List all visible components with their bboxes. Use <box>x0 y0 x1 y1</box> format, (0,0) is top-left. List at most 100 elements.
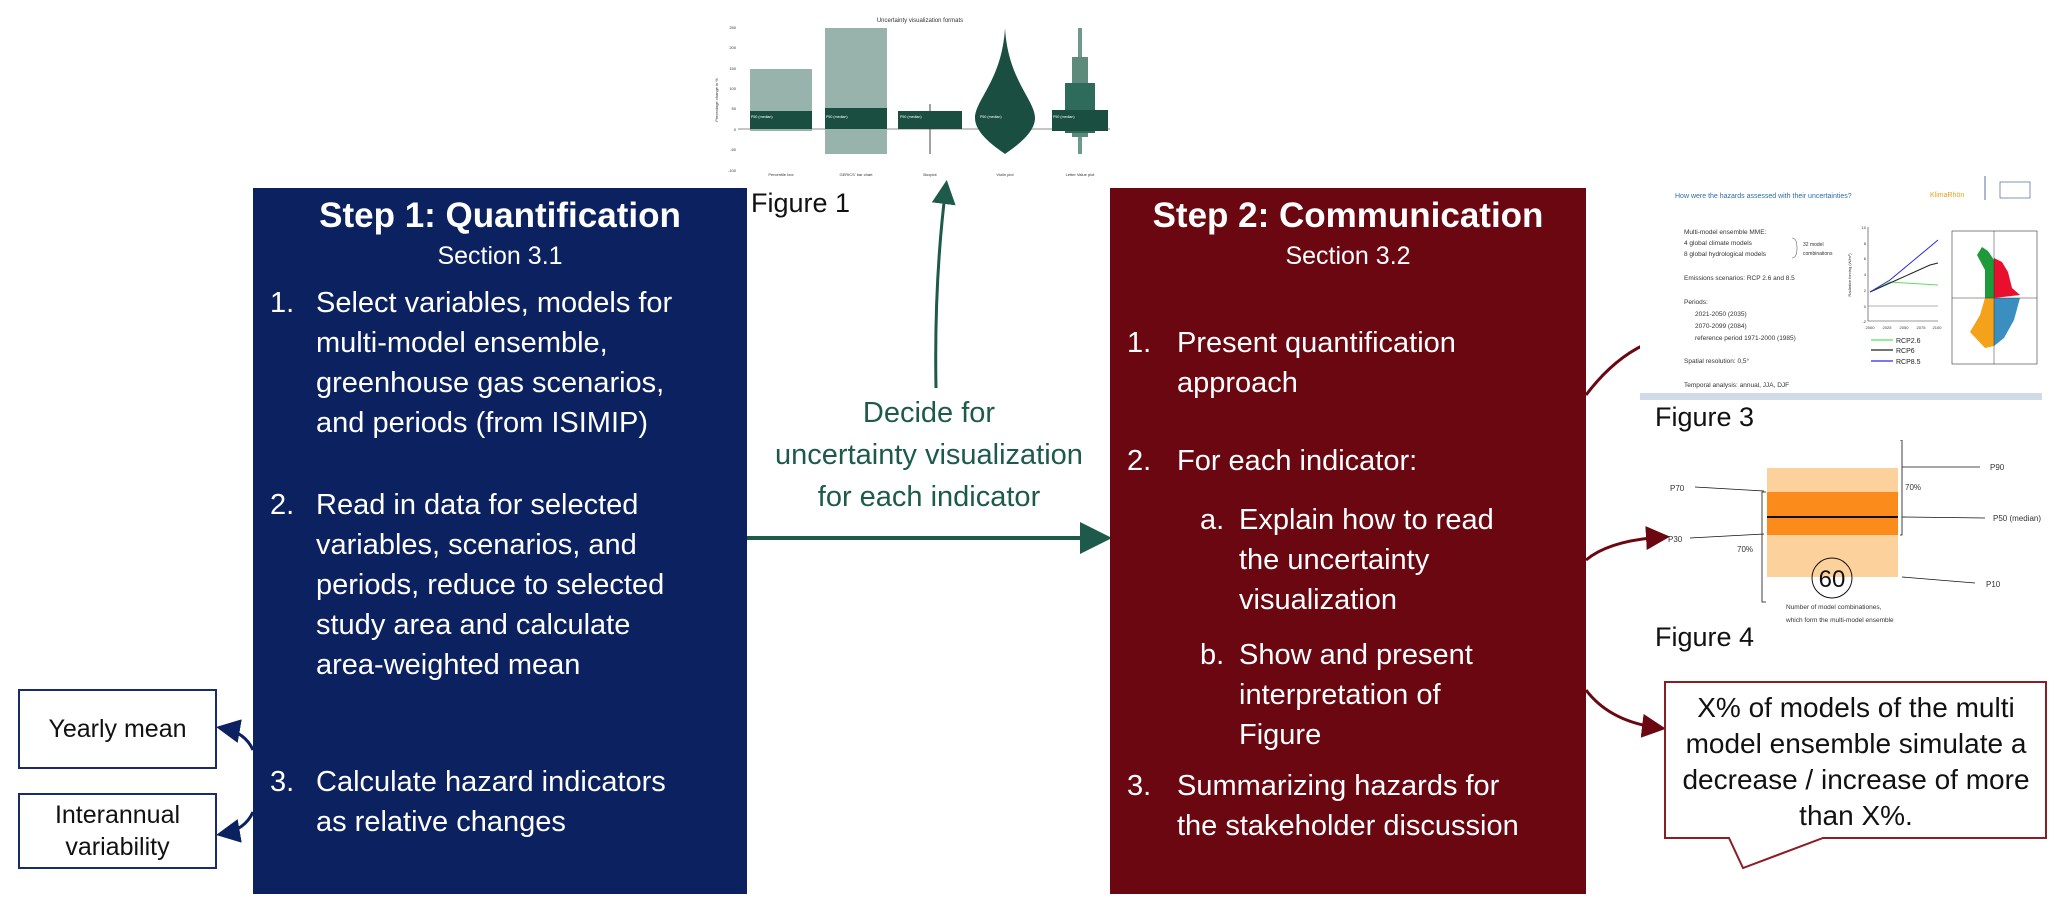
p30-label: P30 <box>1668 535 1683 544</box>
line: the uncertainty <box>1239 544 1430 576</box>
gerics-bar-inner <box>825 108 887 129</box>
bullet: Periods: <box>1684 299 1708 306</box>
map-region-ne <box>1994 258 2020 298</box>
median-label: P50 (median) <box>980 115 1002 119</box>
line: as relative changes <box>316 806 566 838</box>
step1-item-3-number: 3. <box>270 766 295 798</box>
ytick: 50 <box>732 106 737 111</box>
arrow-to-figure1 <box>931 180 956 389</box>
map-region-nw <box>1977 247 1994 298</box>
klimarhoen-logo: KlimaRhön <box>1930 192 1964 199</box>
decide-visualization-text: Decide for uncertainty visualization for… <box>756 392 1102 518</box>
ytick: 10 <box>1862 225 1867 230</box>
step1-item-3: Calculate hazard indicators as relative … <box>316 762 666 842</box>
figure1-title: Uncertainty visualization formats <box>877 18 963 24</box>
line: and periods (from ISIMIP) <box>316 407 648 439</box>
count-note: Number of model combinationes, <box>1786 604 1882 611</box>
step2-item-a: Explain how to read the uncertainty visu… <box>1239 500 1494 620</box>
arrow-to-yearly-mean <box>216 719 255 751</box>
step2-item-2-number: 2. <box>1127 445 1152 477</box>
arrow-to-interannual <box>216 811 255 843</box>
brace-note: 32 model <box>1803 242 1824 248</box>
line: greenhouse gas scenarios, <box>316 367 665 399</box>
xtick: 2000 <box>1866 325 1876 330</box>
step2-item-1-number: 1. <box>1127 327 1152 359</box>
p50-label: P50 (median) <box>1993 514 2041 523</box>
p70-label: P70 <box>1670 484 1685 493</box>
step2-box: Step 2: Communication Section 3.2 1. Pre… <box>1110 188 1586 894</box>
line: uncertainty visualization <box>775 439 1083 471</box>
ytick: 100 <box>729 86 736 91</box>
pct-right-label: 70% <box>1905 483 1921 492</box>
line: Summarizing hazards for <box>1177 770 1500 802</box>
violin-shape <box>975 28 1035 154</box>
legend-rcp26: RCP2.6 <box>1896 338 1921 345</box>
line: approach <box>1177 367 1298 399</box>
count-note: which form the multi-model ensemble <box>1785 617 1894 624</box>
p30-pointer <box>1689 533 1765 539</box>
callout-bubble <box>1664 681 2047 870</box>
step1-title: Step 1: Quantification <box>319 196 681 235</box>
ytick: 4 <box>1864 272 1867 277</box>
brace <box>1791 237 1798 259</box>
step2-item-b: Show and present interpretation of Figur… <box>1239 635 1473 755</box>
inner-range-box <box>1767 492 1898 535</box>
median-label: P50 (median) <box>900 115 922 119</box>
line: Show and present <box>1239 639 1473 671</box>
step2-item-1: Present quantification approach <box>1177 323 1456 403</box>
line: Decide for <box>862 397 996 429</box>
callout-text: X% of models of the multi model ensemble… <box>1666 690 2046 834</box>
step2-item-b-letter: b. <box>1200 639 1225 671</box>
step1-box: Step 1: Quantification Section 3.1 1. Se… <box>253 188 747 894</box>
step2-item-a-letter: a. <box>1200 504 1225 536</box>
percentile-box-inner <box>750 111 812 129</box>
figure3-image: How were the hazards assessed with their… <box>1640 170 2042 400</box>
line: than X%. <box>1799 800 1913 831</box>
bullet: Multi-model ensemble MME: <box>1684 229 1767 236</box>
ytick: 0 <box>734 127 737 132</box>
bullet: 2070-2099 (2084) <box>1695 323 1747 330</box>
line: multi-model ensemble, <box>316 327 608 359</box>
count-circle <box>1811 557 1853 599</box>
line: variables, scenarios, and <box>316 529 637 561</box>
figure4-label: Figure 4 <box>1655 622 1755 652</box>
bullet: 8 global hydrological models <box>1684 251 1767 258</box>
step2-section: Section 3.2 <box>1285 242 1411 270</box>
legend-rcp6: RCP6 <box>1896 348 1915 355</box>
map-region-sw <box>1970 298 1994 348</box>
goethe-logo <box>1999 181 2031 199</box>
line: For each indicator: <box>1177 445 1418 477</box>
step2-item-3-number: 3. <box>1127 770 1152 802</box>
chart-ylabel: Radiative forcing (W/m²) <box>1847 253 1852 297</box>
median-label: P50 (median) <box>826 115 848 119</box>
p50-pointer <box>1901 516 1986 519</box>
line: Calculate hazard indicators <box>316 766 666 798</box>
figure1-label: Figure 1 <box>751 188 851 218</box>
gerics-bar-outer <box>825 28 887 154</box>
ytick: 6 <box>1864 256 1867 261</box>
line: X% of models of the multi <box>1697 692 2015 723</box>
step2-title: Step 2: Communication <box>1152 196 1544 235</box>
ytick: 2 <box>1864 288 1867 293</box>
bullet: 4 global climate models <box>1684 240 1753 247</box>
line: for each indicator <box>817 481 1041 513</box>
line: area-weighted mean <box>316 649 581 681</box>
step1-section: Section 3.1 <box>437 242 563 270</box>
bullet: reference period 1971-2000 (1985) <box>1695 335 1796 342</box>
xtick: 2050 <box>1900 325 1910 330</box>
figure3-label: Figure 3 <box>1655 402 1755 432</box>
bullet: Emissions scenarios: RCP 2.6 and 8.5 <box>1684 275 1795 282</box>
arrow-to-figure4 <box>1585 526 1670 562</box>
panel-label: Letter Value plot <box>1066 172 1096 177</box>
line: Present quantification <box>1177 327 1456 359</box>
legend-rcp85: RCP8.5 <box>1896 359 1921 366</box>
p10-pointer <box>1901 576 1976 584</box>
lv-box <box>1052 110 1108 131</box>
ytick: -100 <box>728 168 737 173</box>
rcp85-line <box>1869 239 1939 293</box>
panel-label: Violin plot <box>996 172 1014 177</box>
median-label: P50 (median) <box>751 115 773 119</box>
figure1-ylabel: Percentage change in % <box>714 78 719 122</box>
rcp6-line <box>1869 262 1939 293</box>
